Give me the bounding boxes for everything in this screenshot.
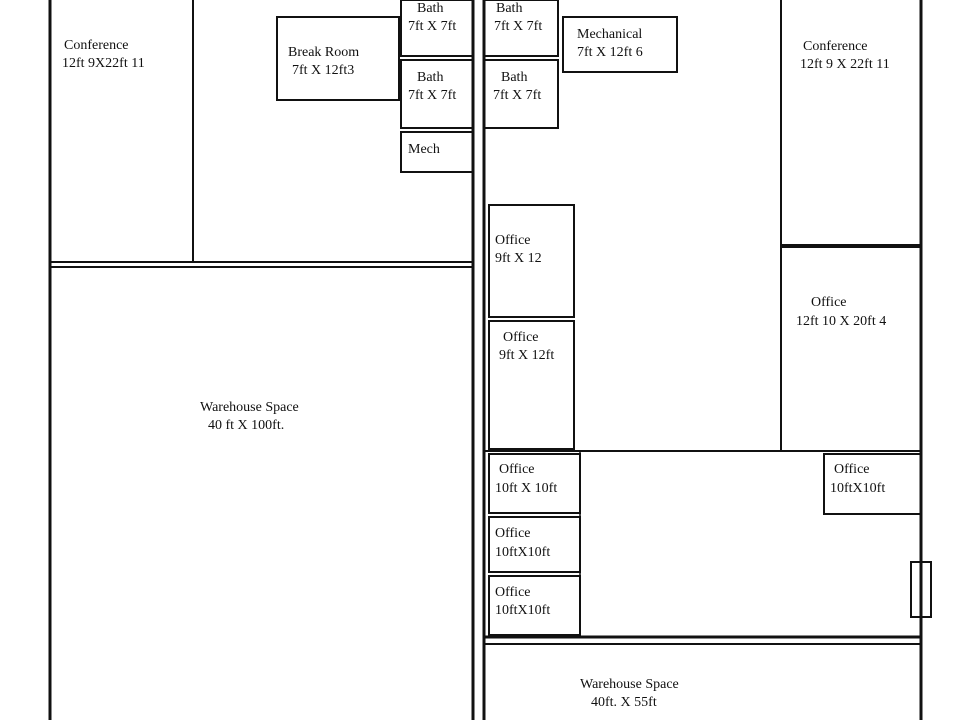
conference-left-dims: 12ft 9X22ft 11 (62, 56, 145, 71)
walls (48, 0, 932, 720)
door (910, 561, 932, 618)
warehouse-left-name: Warehouse Space (200, 400, 299, 415)
break-room-dims: 7ft X 12ft3 (292, 63, 354, 78)
bath-1-walls (400, 0, 474, 57)
warehouse-bottom-dims: 40ft. X 55ft (591, 695, 657, 710)
bath-3-name: Bath (417, 70, 443, 85)
break-room-name: Break Room (288, 45, 359, 60)
office-2-dims: 9ft X 12ft (499, 348, 554, 363)
office-3-name: Office (499, 462, 535, 477)
break-room-walls (276, 16, 400, 101)
bath-2-dims: 7ft X 7ft (494, 19, 542, 34)
office-right-dims: 10ftX10ft (830, 481, 885, 496)
mech-walls (400, 131, 474, 173)
conference-right-dims: 12ft 9 X 22ft 11 (800, 57, 890, 72)
conference-left-name: Conference (64, 38, 129, 53)
bath-2-walls (483, 0, 559, 57)
bath-4-dims: 7ft X 7ft (493, 88, 541, 103)
room-labels: Conference 12ft 9X22ft 11 Break Room 7ft… (62, 1, 890, 710)
office-2-name: Office (503, 330, 539, 345)
office-1-name: Office (495, 233, 531, 248)
office-5-dims: 10ftX10ft (495, 603, 550, 618)
bath-2-name: Bath (496, 1, 522, 16)
warehouse-left-dims: 40 ft X 100ft. (208, 418, 284, 433)
bath-3-dims: 7ft X 7ft (408, 88, 456, 103)
office-right-walls (823, 453, 922, 515)
bath-1-dims: 7ft X 7ft (408, 19, 456, 34)
office-large-dims: 12ft 10 X 20ft 4 (796, 314, 886, 329)
warehouse-bottom-name: Warehouse Space (580, 677, 679, 692)
office-large-name: Office (811, 295, 847, 310)
office-5-name: Office (495, 585, 531, 600)
bath-4-name: Bath (501, 70, 527, 85)
office-2-walls (488, 320, 575, 450)
office-right-name: Office (834, 462, 870, 477)
mechanical-name: Mechanical (577, 27, 642, 42)
mechanical-dims: 7ft X 12ft 6 (577, 45, 643, 60)
office-3-dims: 10ft X 10ft (495, 481, 557, 496)
office-1-walls (488, 204, 575, 318)
mech-name: Mech (408, 142, 440, 157)
office-4-dims: 10ftX10ft (495, 545, 550, 560)
conference-right-name: Conference (803, 39, 868, 54)
mechanical-walls (562, 16, 678, 73)
bath-4-walls (483, 59, 559, 129)
bath-1-name: Bath (417, 1, 443, 16)
office-4-name: Office (495, 526, 531, 541)
office-1-dims: 9ft X 12 (495, 251, 542, 266)
bath-3-walls (400, 59, 474, 129)
